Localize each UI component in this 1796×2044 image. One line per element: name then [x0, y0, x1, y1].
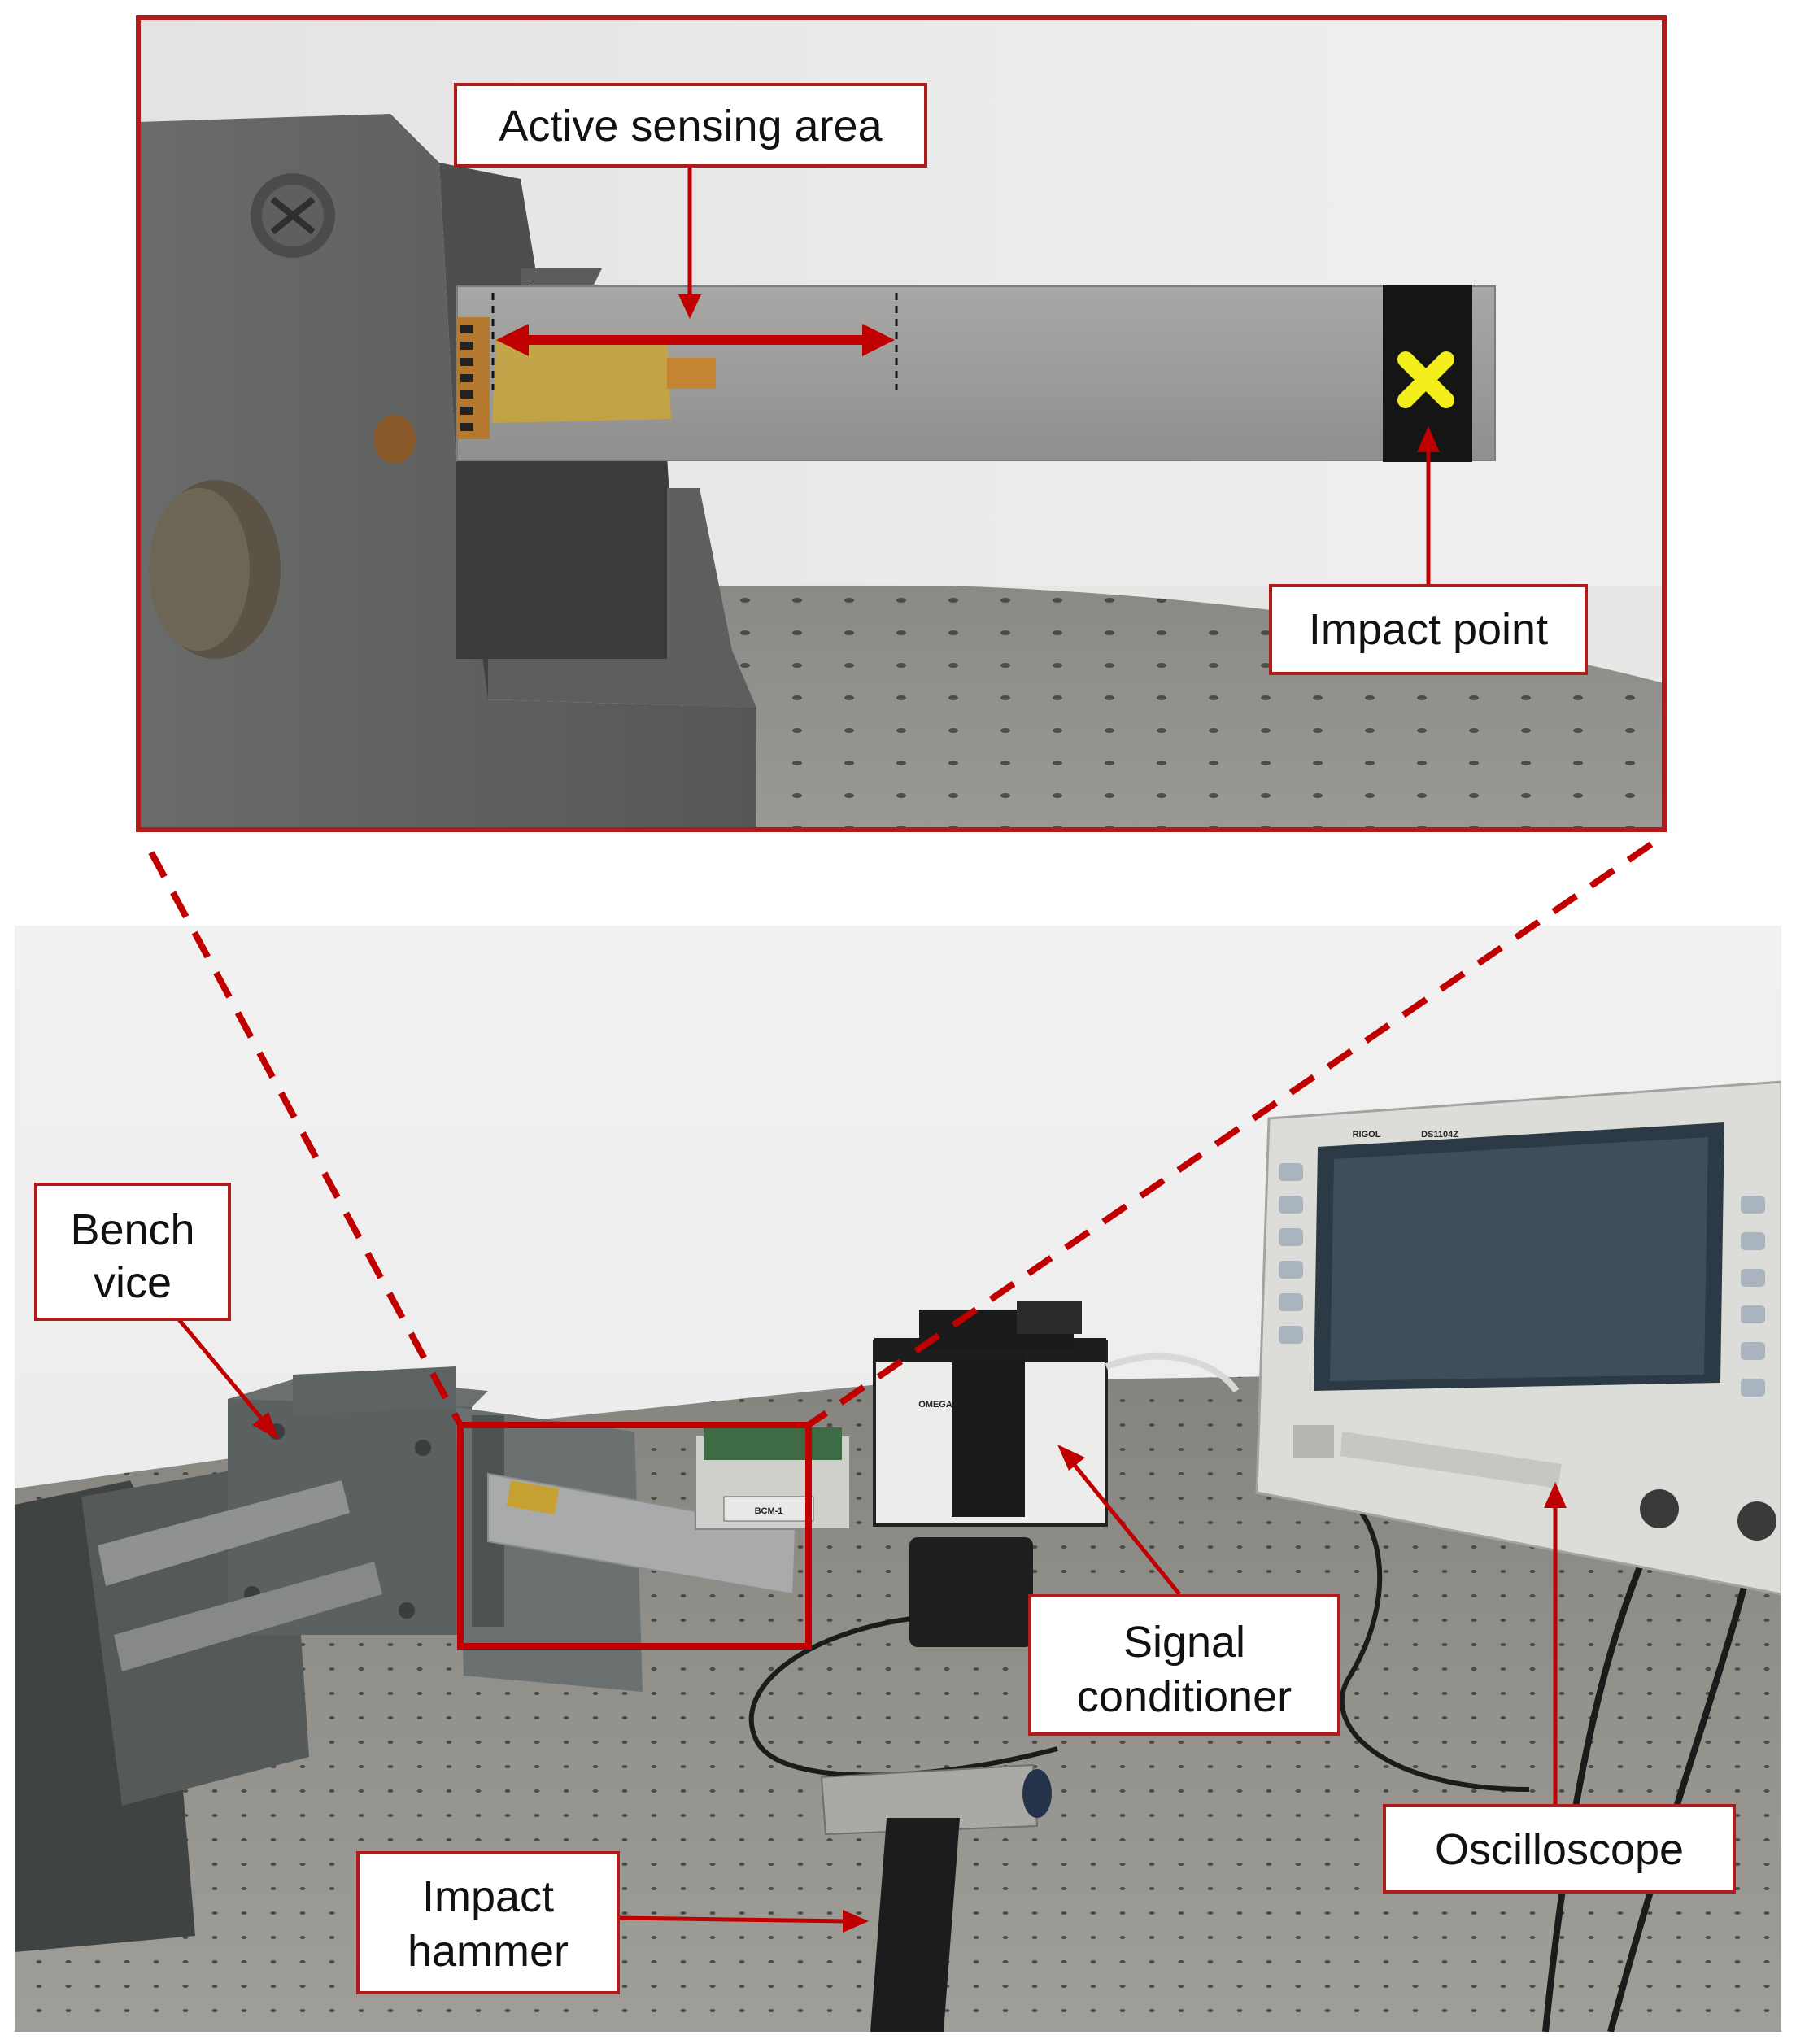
svg-text:OMEGA: OMEGA [918, 1400, 952, 1410]
piezo-sensor-patch [492, 338, 671, 423]
inset-cantilever-beam [456, 285, 1496, 462]
bench-vice [15, 1366, 643, 1952]
svg-text:hammer: hammer [408, 1927, 569, 1976]
svg-text:Impact: Impact [422, 1872, 554, 1921]
zoom-line-left [148, 851, 464, 1427]
active-area-double-arrow [496, 324, 895, 356]
svg-text:Oscilloscope: Oscilloscope [1435, 1825, 1684, 1874]
svg-text:Active sensing area: Active sensing area [499, 102, 883, 150]
svg-text:DS1104Z: DS1104Z [1421, 1130, 1458, 1140]
junction-box [909, 1537, 1033, 1647]
signal-conditioner-device: OMEGA [873, 1301, 1108, 1527]
label-bench-vice: Bench vice [34, 1183, 231, 1321]
label-active-sensing-area: Active sensing area [454, 83, 927, 168]
bcm-1-board: BCM-1 [695, 1427, 851, 1530]
x-mark-icon [1397, 351, 1454, 408]
label-impact-point: Impact point [1269, 584, 1588, 675]
svg-text:Bench: Bench [70, 1205, 194, 1254]
label-oscilloscope: Oscilloscope [1383, 1804, 1736, 1894]
main-cantilever-beam [487, 1472, 797, 1596]
svg-text:RIGOL: RIGOL [1353, 1130, 1381, 1140]
impact-hammer-device [820, 1763, 1052, 2032]
svg-text:vice: vice [94, 1258, 172, 1307]
svg-text:Signal: Signal [1123, 1618, 1245, 1667]
main-photo: BCM-1 OMEGA RIGOL DS1104Z [15, 926, 1781, 2032]
label-impact-hammer: Impact hammer [356, 1851, 620, 1994]
svg-text:Impact point: Impact point [1309, 605, 1548, 654]
oscilloscope-device: RIGOL DS1104Z [1255, 1080, 1781, 1596]
label-signal-conditioner: Signal conditioner [1028, 1594, 1340, 1736]
svg-text:BCM-1: BCM-1 [755, 1506, 783, 1516]
svg-text:conditioner: conditioner [1077, 1672, 1292, 1721]
zoom-line-right [806, 841, 1654, 1428]
zoom-region-box [457, 1422, 812, 1650]
inset-frame [136, 15, 1667, 832]
